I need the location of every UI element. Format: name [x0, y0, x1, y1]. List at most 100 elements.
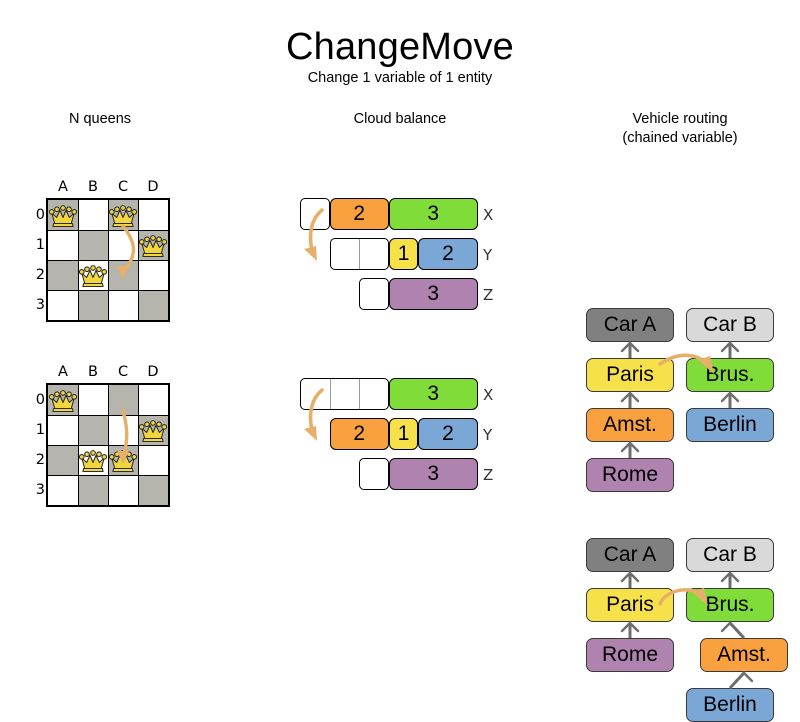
board-cell-A2[interactable] — [48, 260, 78, 290]
board-column-label-D: D — [147, 179, 159, 195]
page-subtitle: Change 1 variable of 1 entity — [307, 70, 493, 86]
routing-node-rome[interactable]: Rome — [586, 458, 674, 492]
cloud-process-purple[interactable]: 3 — [388, 278, 478, 310]
board-cell-A2[interactable] — [48, 445, 78, 475]
routing-node-cara[interactable]: Car A — [586, 538, 674, 572]
routing-node-berlin[interactable]: Berlin — [686, 408, 774, 442]
cloud-row-Z: 3 — [359, 458, 478, 490]
cloud-computer-label-Z: Z — [483, 286, 494, 304]
board-cell-B0[interactable] — [78, 200, 108, 230]
board-row-label-0: 0 — [35, 392, 45, 408]
board-cell-A1[interactable] — [48, 230, 78, 260]
section-title-routing-line1: Vehicle routing — [632, 111, 728, 127]
cloud-process-green[interactable]: 3 — [388, 198, 478, 230]
cloud-row-X: 3 — [300, 378, 478, 410]
board-cell-C1[interactable] — [108, 230, 138, 260]
board-cell-D3[interactable] — [138, 290, 168, 320]
board-column-label-C: C — [117, 179, 129, 195]
board-cell-D0[interactable] — [138, 385, 168, 415]
board-row-label-2: 2 — [35, 267, 45, 283]
board-cell-B1[interactable] — [78, 230, 108, 260]
board-cell-C0[interactable] — [108, 385, 138, 415]
cloud-process-yellow[interactable]: 1 — [388, 418, 419, 450]
board-cell-B1[interactable] — [78, 415, 108, 445]
cloud-process-purple[interactable]: 3 — [388, 458, 478, 490]
board-cell-D2[interactable] — [138, 260, 168, 290]
cloud-capacity-divider — [359, 239, 361, 269]
cloud-process-blue[interactable]: 2 — [418, 418, 478, 450]
queen-piece[interactable] — [138, 233, 168, 263]
chessboard-after: A B C D 0 1 2 3 — [36, 364, 170, 507]
board-gridline-horizontal — [48, 445, 168, 446]
board-row-label-3: 3 — [35, 482, 45, 498]
cloud-process-orange[interactable]: 2 — [329, 198, 389, 230]
routing-node-amst[interactable]: Amst. — [586, 408, 674, 442]
board-row-label-0: 0 — [35, 207, 45, 223]
board-column-label-A: A — [58, 179, 68, 195]
board-column-label-D: D — [147, 364, 159, 380]
board-cell-C3[interactable] — [108, 475, 138, 505]
board-row-label-1: 1 — [35, 422, 45, 438]
section-title-nqueens: N queens — [68, 111, 132, 127]
queen-piece[interactable] — [48, 388, 78, 418]
routing-node-rome[interactable]: Rome — [586, 638, 674, 672]
cloud-capacity-divider — [329, 379, 331, 409]
routing-node-brus[interactable]: Brus. — [686, 358, 774, 392]
board-row-label-1: 1 — [35, 237, 45, 253]
cloud-computer-label-Y: Y — [483, 246, 493, 264]
routing-node-carb[interactable]: Car B — [686, 538, 774, 572]
cloud-free-capacity — [300, 378, 389, 410]
routing-node-berlin[interactable]: Berlin — [686, 688, 774, 722]
cloud-process-yellow[interactable]: 1 — [388, 238, 419, 270]
queen-piece[interactable] — [108, 448, 138, 478]
cloud-row-Z: 3 — [359, 278, 478, 310]
board-column-label-B: B — [88, 179, 98, 195]
board-gridline-vertical — [138, 385, 139, 505]
board-cell-B3[interactable] — [78, 475, 108, 505]
cloud-process-blue[interactable]: 2 — [418, 238, 478, 270]
section-title-routing-line2: (chained variable) — [622, 130, 738, 146]
board-cell-A3[interactable] — [48, 475, 78, 505]
board-row-label-2: 2 — [35, 452, 45, 468]
cloud-computer-label-X: X — [483, 206, 494, 224]
queen-piece[interactable] — [48, 203, 78, 233]
cloud-computer-label-X: X — [483, 386, 494, 404]
cloud-process-orange[interactable]: 2 — [329, 418, 389, 450]
routing-node-amst[interactable]: Amst. — [700, 638, 788, 672]
board-cell-D3[interactable] — [138, 475, 168, 505]
board-cell-A1[interactable] — [48, 415, 78, 445]
queen-piece[interactable] — [78, 263, 108, 293]
board-cell-A3[interactable] — [48, 290, 78, 320]
cloud-free-capacity — [359, 278, 389, 310]
cloud-process-green[interactable]: 3 — [388, 378, 478, 410]
board-gridline-horizontal — [48, 475, 168, 476]
cloud-free-capacity — [359, 458, 389, 490]
routing-node-cara[interactable]: Car A — [586, 308, 674, 342]
cloud-free-capacity — [300, 198, 330, 230]
board-column-label-A: A — [58, 364, 68, 380]
board-cell-C2[interactable] — [108, 260, 138, 290]
board-cell-B3[interactable] — [78, 290, 108, 320]
board-cell-C3[interactable] — [108, 290, 138, 320]
board-cell-D2[interactable] — [138, 445, 168, 475]
routing-node-carb[interactable]: Car B — [686, 308, 774, 342]
queen-piece[interactable] — [78, 448, 108, 478]
queen-piece[interactable] — [108, 203, 138, 233]
board-column-label-C: C — [117, 364, 129, 380]
board-gridline-horizontal — [48, 290, 168, 291]
routing-node-brus[interactable]: Brus. — [686, 588, 774, 622]
board-cell-C1[interactable] — [108, 415, 138, 445]
board-gridline-horizontal — [48, 260, 168, 261]
routing-node-paris[interactable]: Paris — [586, 358, 674, 392]
cloud-computer-label-Y: Y — [483, 426, 493, 444]
board-column-label-B: B — [88, 364, 98, 380]
queen-piece[interactable] — [138, 418, 168, 448]
board-cell-B0[interactable] — [78, 385, 108, 415]
routing-node-paris[interactable]: Paris — [586, 588, 674, 622]
diagram-canvas: ChangeMove Change 1 variable of 1 entity… — [36, 26, 788, 722]
board-cell-D0[interactable] — [138, 200, 168, 230]
